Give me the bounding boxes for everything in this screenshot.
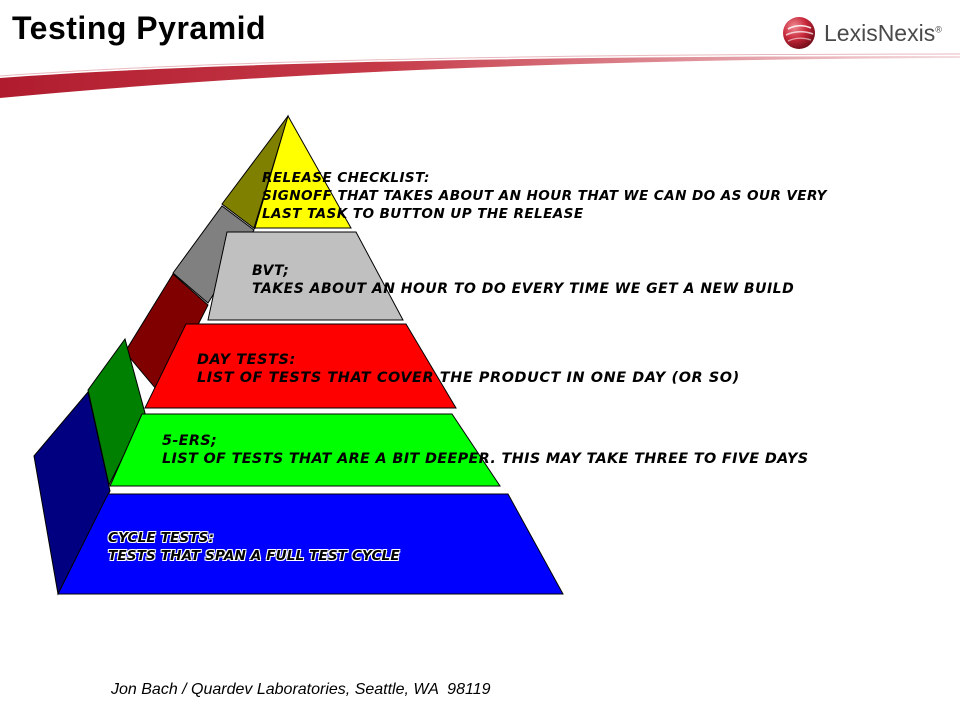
tier-day-label: Day tests: List of tests that cover the … xyxy=(197,351,740,387)
slide-title: Testing Pyramid xyxy=(12,10,267,46)
tier-bvt-desc-line-1: Takes about an hour to do every time we … xyxy=(252,281,795,297)
tier-cycle-heading: Cycle tests: xyxy=(108,530,215,546)
tier-release-face xyxy=(254,114,352,229)
tier-day-face xyxy=(144,323,457,409)
tier-fivers-face xyxy=(109,413,501,487)
tier-fivers-label: 5-ers; List of tests that are a bit deep… xyxy=(162,432,808,468)
lexisnexis-logo: LexisNexis® xyxy=(782,16,952,50)
tier-day-side xyxy=(124,273,209,397)
tier-cycle-side xyxy=(33,390,111,596)
tier-cycle-face xyxy=(57,493,564,595)
tier-cycle-desc-line-1: Tests that span a full test cycle xyxy=(108,548,400,564)
logo-wordmark: LexisNexis® xyxy=(824,20,942,46)
tier-fivers-heading: 5-ers; xyxy=(162,433,218,449)
tier-day-desc-line-1: List of tests that cover the product in … xyxy=(197,370,740,386)
tier-bvt-label: BVT; Takes about an hour to do every tim… xyxy=(252,262,794,298)
tier-cycle-label: Cycle tests: Tests that span a full test… xyxy=(108,529,400,565)
tier-bvt-side xyxy=(172,205,255,304)
tier-fivers-desc-line-1: List of tests that are a bit deeper. Thi… xyxy=(162,451,809,467)
header-swoosh xyxy=(0,53,960,98)
tier-release-label: Release Checklist: Signoff that takes ab… xyxy=(262,169,827,223)
tier-release-desc-line-2: last task to button up the release xyxy=(262,206,584,222)
tier-release-heading: Release Checklist: xyxy=(262,170,430,186)
tier-day-heading: Day tests: xyxy=(197,352,296,368)
tier-bvt-heading: BVT; xyxy=(252,263,290,279)
footer-credit: Jon Bach / Quardev Laboratories, Seattle… xyxy=(111,681,491,698)
tier-release-desc-line-1: Signoff that takes about an hour that we… xyxy=(262,188,827,204)
tier-bvt-face xyxy=(207,231,404,321)
logo-sphere-icon xyxy=(783,17,815,49)
